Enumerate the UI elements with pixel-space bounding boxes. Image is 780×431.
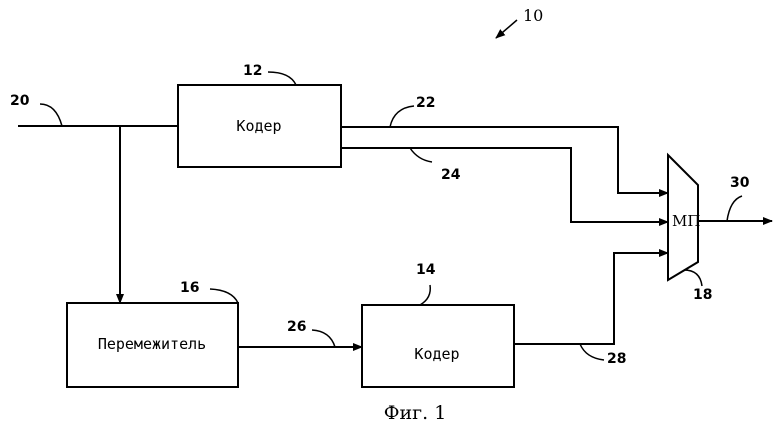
input-ref-leader [39, 103, 63, 127]
interleaver-ref-label: 16 [180, 280, 199, 296]
interleaver-ref-leader [209, 288, 239, 304]
interleaver-block [66, 302, 239, 388]
parity2-ref-leader [579, 343, 605, 361]
coder-top-label: Кодер [236, 117, 281, 135]
figure-pointer-arrow [495, 19, 518, 39]
parity2-ref-label: 28 [607, 351, 626, 367]
interleaved-ref-leader [311, 329, 336, 348]
coder-bottom-label: Кодер [414, 345, 459, 363]
figure-caption: Фиг. 1 [384, 402, 447, 424]
systematic-line [341, 126, 669, 197]
mux-block [667, 152, 699, 282]
interleaver-label: Перемежитель [98, 335, 206, 353]
mux-ref-leader [683, 269, 703, 287]
coder-top-ref-label: 12 [243, 63, 262, 79]
systematic-ref-leader [389, 105, 415, 128]
interleaved-ref-label: 26 [287, 319, 306, 335]
output-ref-leader [726, 195, 743, 222]
figure-number: 10 [523, 6, 543, 25]
coder-bottom-ref-label: 14 [416, 262, 436, 278]
output-ref-label: 30 [730, 175, 750, 191]
mux-label: МП [672, 212, 700, 230]
parity1-line [341, 147, 669, 226]
systematic-ref-label: 22 [416, 95, 435, 111]
coder-top-ref-leader [267, 71, 297, 86]
coder-bottom-block [361, 304, 515, 388]
coder-bottom-ref-leader [419, 284, 432, 306]
input-ref-label: 20 [10, 93, 30, 109]
parity2-line [514, 249, 669, 345]
parity1-ref-leader [409, 147, 433, 163]
mux-ref-label: 18 [693, 287, 712, 303]
coder-top-block [177, 84, 342, 168]
parity1-ref-label: 24 [441, 167, 461, 183]
